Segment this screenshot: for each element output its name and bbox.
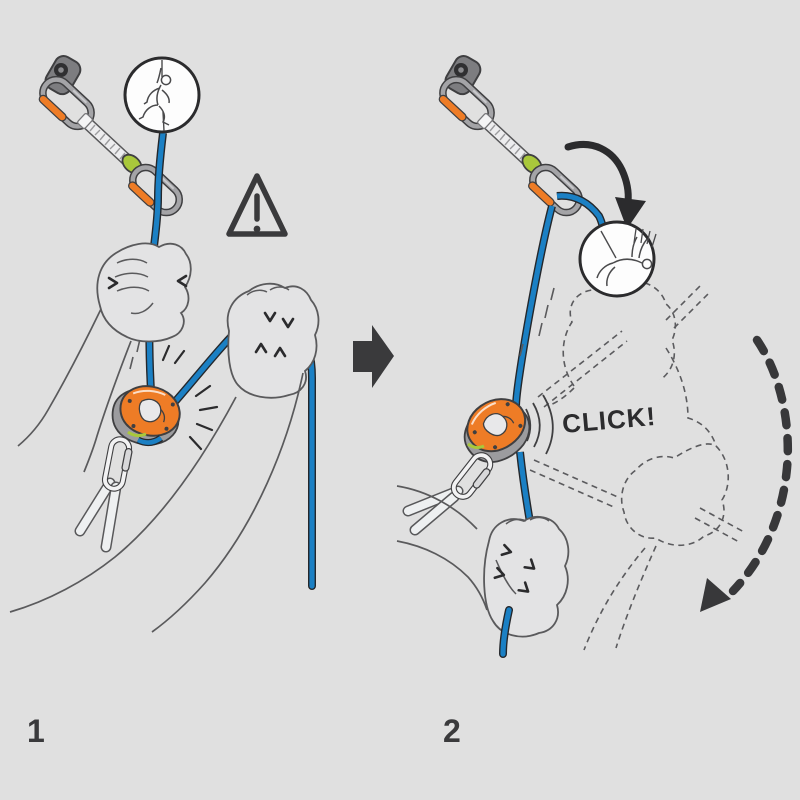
swing-path-dashed-arrow-icon [700,335,793,612]
right-arrow-icon [353,325,394,388]
impact-lines [161,344,219,451]
device-rope-loop [136,436,163,445]
panel-2: CLICK! [396,53,793,749]
fall-arrow-icon [564,140,646,229]
guide-hand [17,242,192,473]
sound-arcs [525,394,554,455]
harness-loop [74,477,122,553]
belayer-body-outline [9,372,304,633]
brake-hand [226,282,320,399]
grip-chevrons [493,543,536,593]
device-cam-green [127,430,147,438]
harness-loop [402,485,464,536]
rope-motion-ticks [519,287,555,357]
climbing-figure-circle-icon [123,56,201,134]
device-cam-green [467,442,485,450]
grip-chevrons [107,274,295,358]
locking-carabiner [101,436,133,492]
panel-1-label: 1 [27,713,45,749]
falling-figure-circle-icon [578,220,657,298]
ghost-climber-outline [529,278,747,651]
warning-triangle-icon [226,173,288,237]
panel-2-label: 2 [443,713,461,749]
rope-free-end [499,606,513,658]
locking-carabiner [450,452,494,500]
panel-1: 1 [9,53,320,749]
